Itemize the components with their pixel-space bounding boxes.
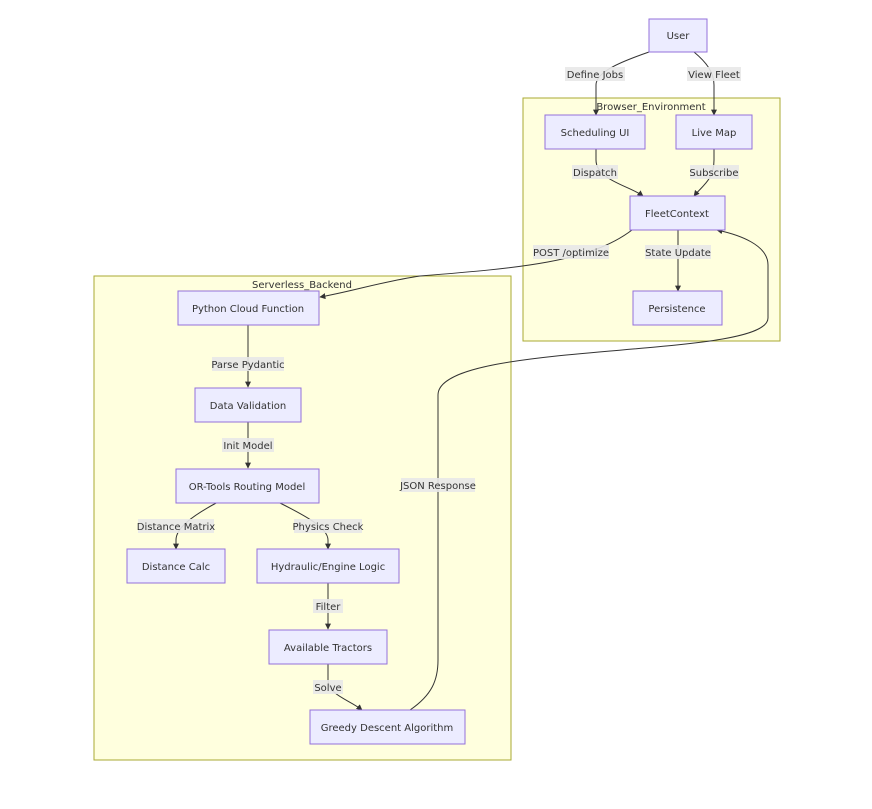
edge-label-state-update: State Update: [645, 248, 711, 259]
node-persistence-label: Persistence: [648, 304, 705, 315]
node-fleet-context[interactable]: FleetContext: [629, 195, 726, 231]
edge-subscribe: [693, 149, 715, 197]
node-distance-calc[interactable]: Distance Calc: [126, 548, 226, 584]
cluster-serverless-backend-label: Serverless_Backend: [252, 280, 352, 291]
node-live-map[interactable]: Live Map: [675, 114, 753, 150]
edge-label-post-optimize: POST /optimize: [533, 248, 609, 259]
node-hydraulic-engine-logic[interactable]: Hydraulic/Engine Logic: [256, 548, 400, 584]
edge-label-physics-check: Physics Check: [293, 522, 364, 533]
cluster-serverless-backend: Serverless_Backend: [93, 275, 512, 761]
node-scheduling-ui[interactable]: Scheduling UI: [544, 114, 646, 150]
node-available-tractors[interactable]: Available Tractors: [268, 629, 388, 665]
node-available-tractors-label: Available Tractors: [284, 643, 372, 654]
node-live-map-label: Live Map: [692, 128, 737, 139]
edge-label-solve: Solve: [314, 683, 341, 694]
node-persistence[interactable]: Persistence: [632, 290, 723, 326]
edge-label-define-jobs: Define Jobs: [567, 70, 623, 81]
edge-label-init-model: Init Model: [223, 441, 272, 452]
edge-dispatch: [595, 149, 644, 197]
edge-labels: Define Jobs View Fleet Dispatch Subscrib…: [137, 67, 741, 694]
node-hydraulic-engine-logic-label: Hydraulic/Engine Logic: [271, 562, 385, 573]
node-distance-calc-label: Distance Calc: [142, 562, 210, 573]
edge-label-distance-matrix: Distance Matrix: [137, 522, 215, 533]
node-ortools-routing-model[interactable]: OR-Tools Routing Model: [175, 468, 320, 504]
node-data-validation[interactable]: Data Validation: [194, 387, 302, 423]
node-python-cloud-function-label: Python Cloud Function: [192, 304, 304, 315]
node-fleet-context-label: FleetContext: [645, 209, 709, 220]
edge-label-json-response: JSON Response: [399, 481, 476, 492]
edge-label-view-fleet: View Fleet: [688, 70, 740, 81]
edge-label-filter: Filter: [316, 602, 342, 613]
node-greedy-descent-algorithm-label: Greedy Descent Algorithm: [321, 723, 454, 734]
edge-label-parse-pydantic: Parse Pydantic: [211, 360, 284, 371]
node-python-cloud-function[interactable]: Python Cloud Function: [177, 290, 320, 326]
node-data-validation-label: Data Validation: [210, 401, 286, 412]
cluster-browser-environment-label: Browser_Environment: [596, 102, 705, 113]
edge-label-subscribe: Subscribe: [689, 168, 738, 179]
node-ortools-routing-model-label: OR-Tools Routing Model: [189, 482, 305, 493]
node-user[interactable]: User: [648, 18, 708, 53]
node-user-label: User: [667, 31, 691, 42]
node-greedy-descent-algorithm[interactable]: Greedy Descent Algorithm: [309, 709, 466, 745]
edge-json-response: [409, 228, 769, 711]
node-scheduling-ui-label: Scheduling UI: [561, 128, 630, 139]
edge-label-dispatch: Dispatch: [573, 168, 617, 179]
